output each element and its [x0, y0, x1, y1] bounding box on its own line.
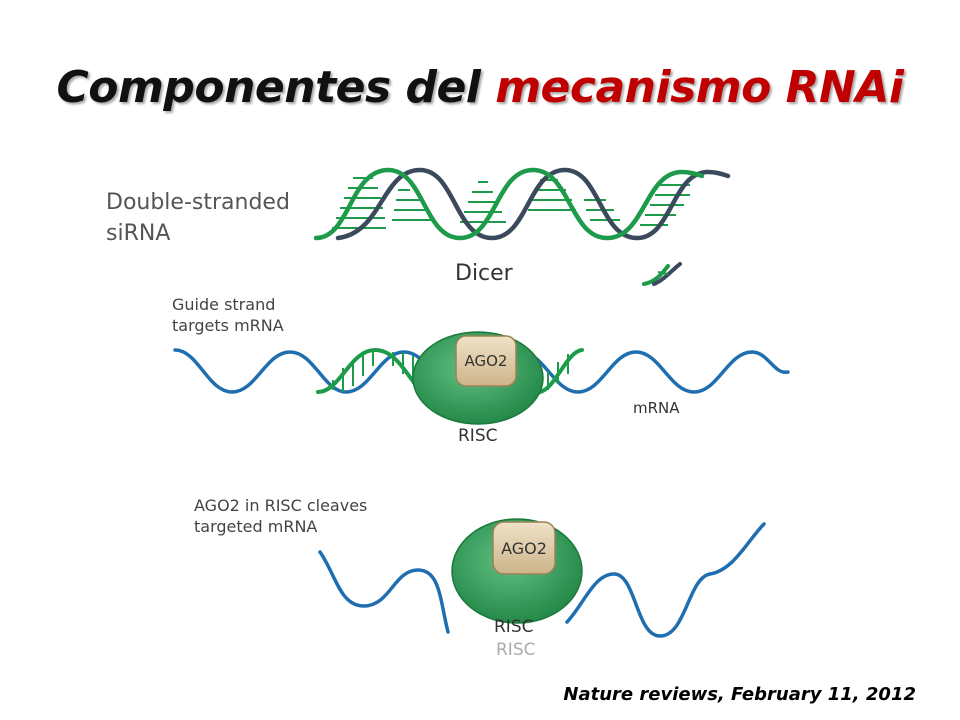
cleaved-mrna-right: [565, 522, 766, 638]
risc-complex-bottom: AGO2: [451, 518, 583, 624]
ago2-box-bottom: [492, 521, 556, 575]
cleaved-mrna-left: [318, 550, 450, 634]
label-risc-bottom: RISC: [494, 617, 534, 637]
citation: Nature reviews, February 11, 2012: [563, 684, 916, 705]
label-mrna: mRNA: [633, 399, 680, 417]
label-sirna-text: siRNA: [106, 221, 170, 246]
ago2-box-top: [455, 335, 517, 387]
label-ago2-bottom: AGO2: [501, 539, 547, 558]
label-targeted-mrna: targeted mRNA: [194, 517, 317, 536]
label-risc-top: RISC: [458, 426, 498, 446]
title-part-red: mecanismo RNAi: [495, 62, 904, 113]
label-guide-strand: Guide strand: [172, 295, 275, 314]
label-ago2-top: AGO2: [465, 352, 508, 370]
guide-strand-right: [538, 348, 584, 394]
label-risc-bottom-ghost: RISC: [496, 640, 536, 660]
slide-title: Componentes del mecanismo RNAi: [0, 62, 960, 113]
label-double-stranded: Double-stranded: [106, 190, 290, 215]
dsrna-green-strand: [313, 167, 705, 241]
label-ago2-cleaves: AGO2 in RISC cleaves: [194, 496, 367, 515]
dicer-fragment: [642, 262, 682, 286]
dsrna-helix: [313, 167, 731, 241]
dsrna-dark-strand: [335, 167, 731, 241]
guide-strand-left: [316, 347, 422, 394]
risc-complex-top: AGO2: [412, 331, 544, 425]
title-part-black: Componentes del: [56, 62, 481, 113]
label-targets-mrna: targets mRNA: [172, 316, 284, 335]
label-dicer: Dicer: [455, 261, 514, 286]
